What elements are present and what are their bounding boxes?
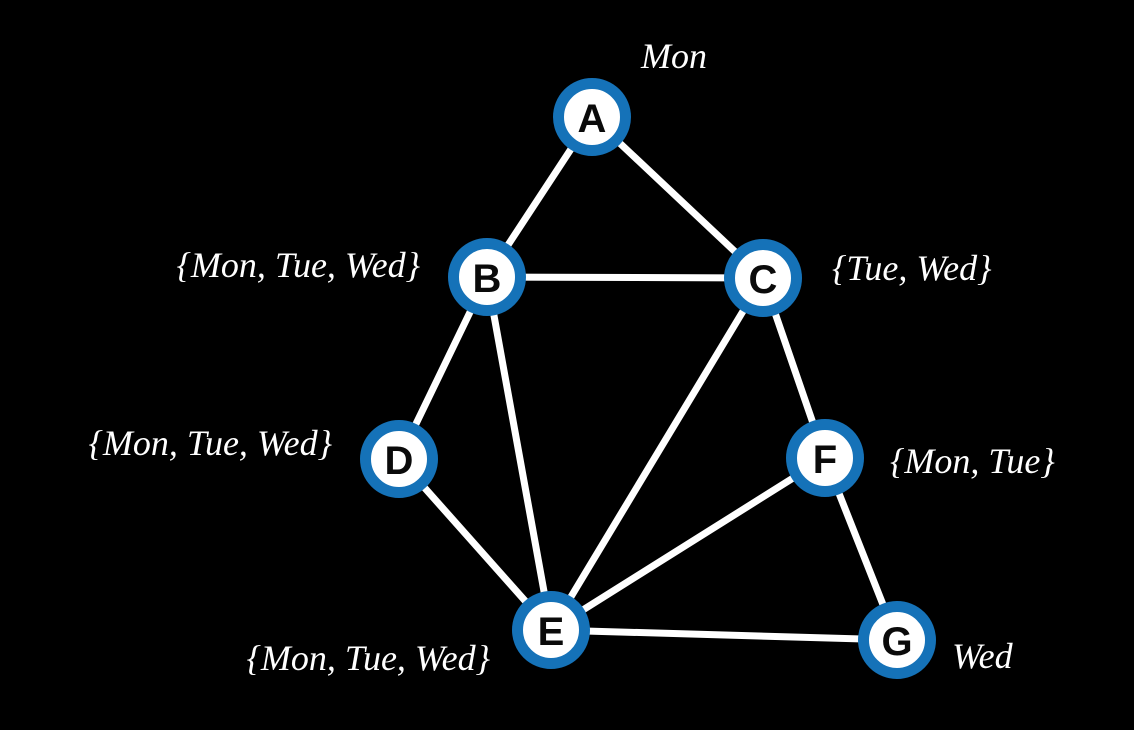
node-circle-C (724, 239, 802, 317)
node-circle-E (512, 591, 590, 669)
edge-C-E (547, 274, 767, 634)
node-letter-E: E (538, 610, 565, 654)
labels-layer: Mon {Mon, Tue, Wed} {Tue, Wed} {Mon, Tue, W… (89, 36, 1056, 678)
domain-label-C: {Tue, Wed} (832, 248, 992, 288)
node-letter-G: G (881, 620, 912, 664)
node-circle-A (553, 78, 631, 156)
edge-B-C (483, 273, 767, 282)
node-F: F (786, 419, 864, 497)
nodes-layer: A B C D E F G (360, 78, 936, 679)
node-circle-B (448, 238, 526, 316)
node-C: C (724, 239, 802, 317)
edge-A-C (588, 113, 767, 282)
node-letter-C: C (749, 258, 778, 302)
edge-E-F (547, 454, 829, 634)
domain-label-D: {Mon, Tue, Wed} (89, 423, 333, 463)
edge-B-E (483, 273, 555, 634)
node-circle-D (360, 420, 438, 498)
domain-label-A: Mon (640, 36, 707, 76)
node-G: G (858, 601, 936, 679)
domain-label-E: {Mon, Tue, Wed} (247, 638, 491, 678)
node-letter-F: F (813, 438, 837, 482)
node-letter-A: A (578, 97, 607, 141)
node-circle-F (786, 419, 864, 497)
node-letter-B: B (473, 257, 502, 301)
node-letter-D: D (385, 439, 414, 483)
node-B: B (448, 238, 526, 316)
domain-label-F: {Mon, Tue} (890, 441, 1055, 481)
node-E: E (512, 591, 590, 669)
edge-E-G (547, 626, 901, 644)
domain-label-B: {Mon, Tue, Wed} (177, 245, 421, 285)
edges-layer (395, 113, 901, 644)
node-circle-G (858, 601, 936, 679)
node-A: A (553, 78, 631, 156)
node-D: D (360, 420, 438, 498)
domain-label-G: Wed (952, 636, 1014, 676)
